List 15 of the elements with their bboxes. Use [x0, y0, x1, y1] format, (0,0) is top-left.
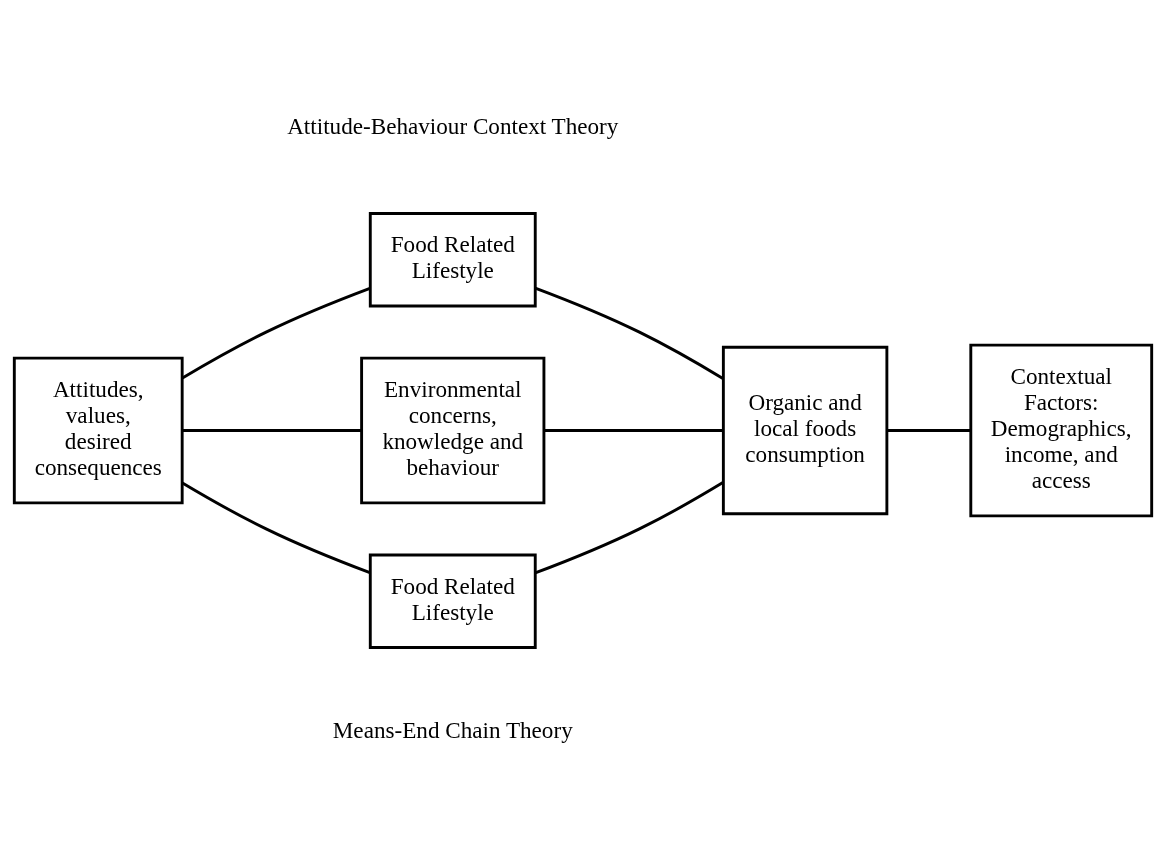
connector	[181, 481, 371, 575]
connector	[182, 429, 362, 432]
label: Attitude-Behaviour Context Theory	[287, 112, 619, 139]
label: Means-End Chain Theory	[332, 717, 573, 744]
node-box: Food Related Lifestyle	[368, 212, 537, 308]
node-box: Environmental concerns, knowledge and behaviour	[360, 356, 546, 505]
connector	[181, 286, 371, 380]
connector	[887, 429, 971, 432]
connector	[544, 429, 723, 432]
node-box: Contextual Factors: Demographics, income, and access	[969, 343, 1154, 518]
node-box: Food Related Lifestyle	[368, 553, 537, 649]
connector	[534, 286, 725, 380]
connector	[534, 481, 725, 575]
node-box: Organic and local foods consumption	[721, 345, 889, 516]
node-box: Attitudes, values, desired consequences	[12, 356, 184, 505]
